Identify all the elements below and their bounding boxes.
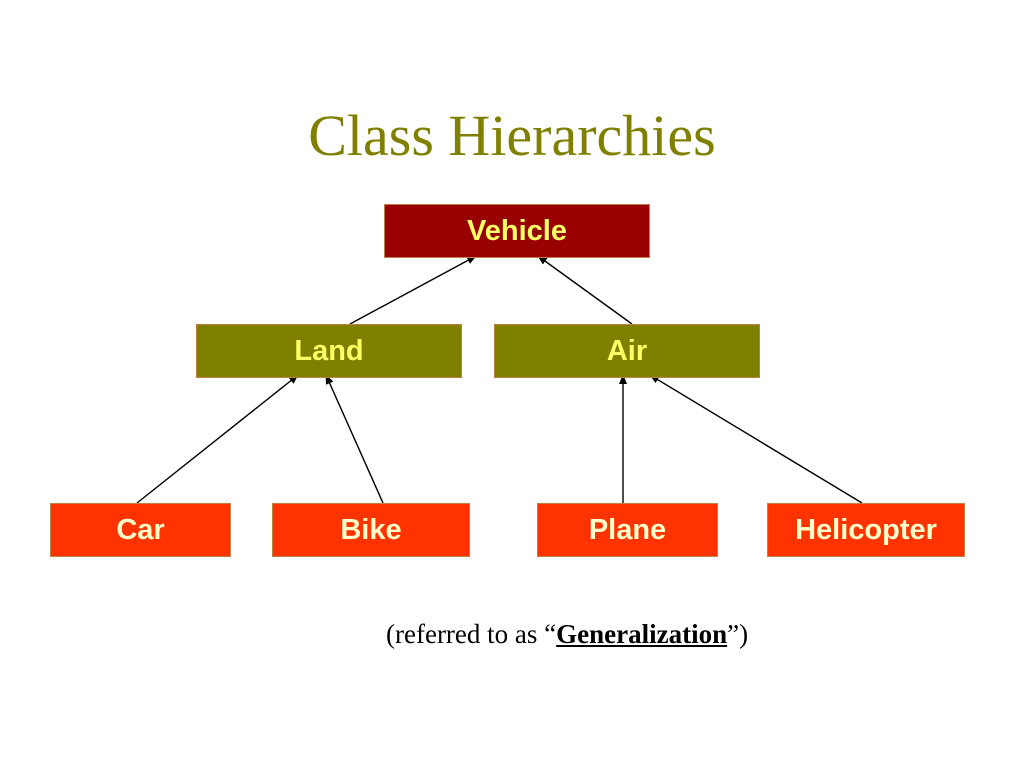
node-plane-label: Plane	[588, 513, 667, 546]
node-land: Land	[196, 324, 462, 378]
caption-suffix: ”)	[727, 619, 749, 649]
node-bike-label: Bike	[340, 513, 402, 546]
edge-bike-land	[325, 374, 384, 504]
node-air: Air	[494, 324, 760, 378]
node-car-label: Car	[116, 513, 165, 546]
node-helicopter-label: Helicopter	[795, 513, 937, 546]
edge-helicopter-air	[649, 374, 863, 504]
node-bike: Bike	[272, 503, 470, 557]
edge-land-vehicle	[349, 255, 477, 325]
caption-term: Generalization	[556, 619, 728, 649]
node-vehicle: Vehicle	[384, 204, 650, 258]
node-helicopter: Helicopter	[767, 503, 965, 557]
node-car: Car	[50, 503, 231, 557]
node-land-label: Land	[294, 334, 364, 367]
node-air-label: Air	[606, 334, 648, 367]
caption-prefix: (referred to as “	[386, 619, 557, 649]
generalization-caption: (referred to as “Generalization”)	[386, 614, 748, 654]
slide-title: Class Hierarchies	[308, 103, 716, 168]
node-vehicle-label: Vehicle	[467, 214, 567, 247]
edge-air-vehicle	[537, 255, 633, 325]
node-plane: Plane	[537, 503, 718, 557]
edge-car-land	[136, 374, 299, 504]
